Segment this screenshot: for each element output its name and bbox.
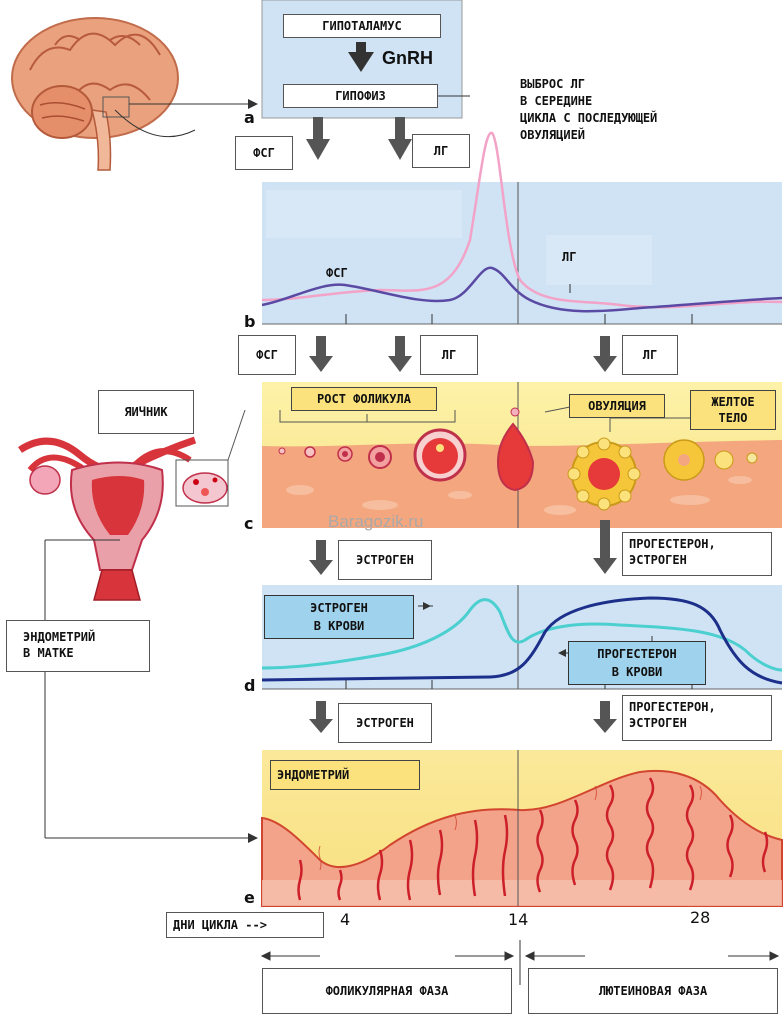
panel-letter-e: e <box>244 888 255 907</box>
endometrium-uterus-line-1: ЭНДОМЕТРИЙ <box>23 630 96 644</box>
arrows-b <box>309 336 617 372</box>
lh-box-mid: ЛГ <box>420 335 478 375</box>
endometrium-label: ЭНДОМЕТРИЙ <box>270 760 420 790</box>
estrogen-box-1: ЭСТРОГЕН <box>338 540 432 580</box>
lh-surge-note: ВЫБРОС ЛГ В СЕРЕДИНЕ ЦИКЛА С ПОСЛЕДУЮЩЕЙ… <box>520 76 657 144</box>
pe-box1-line-1: ПРОГЕСТЕРОН, <box>629 537 716 551</box>
progesterone-estrogen-box-2: ПРОГЕСТЕРОН, ЭСТРОГЕН <box>622 695 772 741</box>
watermark: Baragozik.ru <box>328 512 424 531</box>
lh-surge-line-1: ВЫБРОС ЛГ <box>520 77 586 91</box>
lh-box-right: ЛГ <box>622 335 678 375</box>
curve-lh-label: ЛГ <box>562 250 577 264</box>
arrows-c <box>309 520 617 575</box>
pe-box1-line-2: ЭСТРОГЕН <box>629 553 687 567</box>
lh-surge-line-2: В СЕРЕДИНЕ <box>520 94 593 108</box>
estrogen-blood-line-1: ЭСТРОГЕН <box>310 601 368 615</box>
estrogen-blood-label: ЭСТРОГЕН В КРОВИ <box>264 595 414 639</box>
endometrium-uterus-line-2: В МАТКЕ <box>23 646 74 660</box>
progesterone-blood-label: ПРОГЕСТЕРОН В КРОВИ <box>568 641 706 685</box>
cycle-days-label: ДНИ ЦИКЛА --> <box>166 912 324 938</box>
pituitary-box: ГИПОФИЗ <box>283 84 438 108</box>
ovary-label: ЯИЧНИК <box>98 390 194 434</box>
uterus-illustration <box>18 436 229 601</box>
day-tick-14: 14 <box>508 910 529 929</box>
progesterone-estrogen-box-1: ПРОГЕСТЕРОН, ЭСТРОГЕН <box>622 532 772 576</box>
lh-surge-line-4: ОВУЛЯЦИЕЙ <box>520 128 586 142</box>
hypothalamus-box: ГИПОТАЛАМУС <box>283 14 441 38</box>
panel-letter-b: b <box>244 312 256 331</box>
luteal-phase-label: ЛЮТЕИНОВАЯ ФАЗА <box>528 968 778 1014</box>
day-tick-28: 28 <box>690 908 711 927</box>
progesterone-blood-line-1: ПРОГЕСТЕРОН <box>597 647 677 661</box>
arrows-d <box>309 701 617 733</box>
arrows-a <box>306 117 412 160</box>
estrogen-box-2: ЭСТРОГЕН <box>338 703 432 743</box>
lh-box-top: ЛГ <box>412 134 470 168</box>
progesterone-blood-line-2: В КРОВИ <box>611 665 663 679</box>
gnrh-label: GnRH <box>382 48 433 68</box>
pe-box2-line-1: ПРОГЕСТЕРОН, <box>629 700 716 714</box>
day-tick-4: 4 <box>340 910 351 929</box>
panel-letter-d: d <box>244 676 256 695</box>
follicular-phase-label: ФОЛИКУЛЯРНАЯ ФАЗА <box>262 968 512 1014</box>
curve-fsh-label: ФСГ <box>326 266 348 280</box>
corpus-luteum-line-1: ЖЕЛТОЕ <box>711 395 755 409</box>
pe-box2-line-2: ЭСТРОГЕН <box>629 716 687 730</box>
follicle-growth-label: РОСТ ФОЛИКУЛА <box>291 387 437 411</box>
corpus-luteum-label: ЖЕЛТОЕ ТЕЛО <box>690 390 776 430</box>
panel-letter-a: a <box>244 108 255 127</box>
fsh-box-top: ФСГ <box>235 136 293 170</box>
endometrium-vessels <box>297 777 769 901</box>
corpus-luteum-line-2: ТЕЛО <box>718 411 748 425</box>
panel-letter-c: c <box>244 514 254 533</box>
fsh-box-mid: ФСГ <box>238 335 296 375</box>
estrogen-blood-line-2: В КРОВИ <box>313 619 365 633</box>
lh-surge-line-3: ЦИКЛА С ПОСЛЕДУЮЩЕЙ <box>520 111 658 125</box>
ovulation-label: ОВУЛЯЦИЯ <box>569 394 665 418</box>
endometrium-uterus-label: ЭНДОМЕТРИЙ В МАТКЕ <box>6 620 150 672</box>
brain-illustration <box>11 17 196 171</box>
